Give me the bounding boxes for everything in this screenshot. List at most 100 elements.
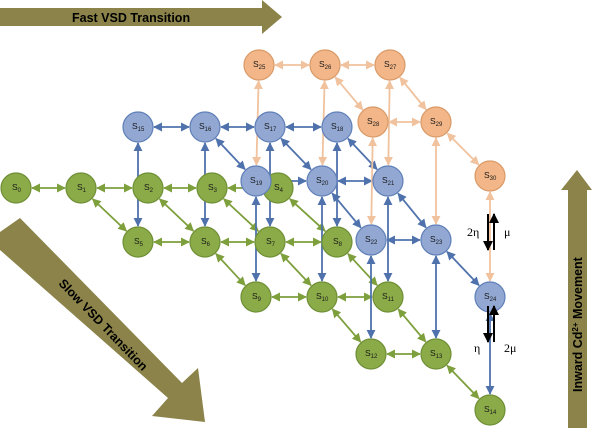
state-s7: S7 xyxy=(254,226,286,258)
state-label: S6 xyxy=(201,236,211,248)
transition-s27-s21 xyxy=(383,80,395,166)
transition-s29-s30 xyxy=(446,132,480,166)
transition-edges xyxy=(31,60,495,400)
transition-s23-s24 xyxy=(446,250,480,287)
state-label: S5 xyxy=(134,236,144,248)
state-s2: S2 xyxy=(132,172,164,204)
transition-s4-s8 xyxy=(289,198,326,232)
transition-s26-s28 xyxy=(334,76,364,111)
state-s5: S5 xyxy=(122,226,154,258)
state-s30: S30 xyxy=(474,160,506,192)
rate-label-2eta: 2η xyxy=(467,225,479,239)
state-s8: S8 xyxy=(321,226,353,258)
state-label: S20 xyxy=(316,175,329,187)
state-label: S30 xyxy=(484,170,497,182)
inward-cd-arrow-shape xyxy=(561,170,592,428)
state-s0: S0 xyxy=(0,172,32,204)
state-circle xyxy=(122,111,154,143)
state-label: S28 xyxy=(367,116,380,128)
state-circle xyxy=(243,49,275,81)
state-circle xyxy=(355,224,387,256)
state-circle xyxy=(355,338,387,370)
transition-s17-s20 xyxy=(280,137,312,171)
state-circle xyxy=(240,281,272,313)
transition-s6-s9 xyxy=(215,253,246,286)
state-label: S29 xyxy=(430,116,443,128)
state-label: S25 xyxy=(253,59,266,71)
transition-s3-s7 xyxy=(223,198,259,232)
state-label: S23 xyxy=(430,234,443,246)
state-circle xyxy=(474,394,506,426)
state-circle xyxy=(196,172,228,204)
state-s9: S9 xyxy=(240,281,272,313)
state-s26: S26 xyxy=(309,49,341,81)
state-circle xyxy=(65,172,97,204)
transition-s10-s12 xyxy=(331,308,362,343)
state-circle xyxy=(306,281,338,313)
state-s11: S11 xyxy=(372,281,404,313)
state-s25: S25 xyxy=(243,49,275,81)
state-s14: S14 xyxy=(474,394,506,426)
state-s20: S20 xyxy=(306,165,338,197)
transition-s28-s22 xyxy=(366,137,378,225)
state-s29: S29 xyxy=(420,106,452,138)
state-circle xyxy=(420,106,452,138)
state-label: S19 xyxy=(250,175,263,187)
state-label: S27 xyxy=(384,59,397,71)
state-circle xyxy=(321,111,353,143)
rate-indicator-lower: η 2μ xyxy=(474,305,516,355)
state-s28: S28 xyxy=(357,106,389,138)
transition-s1-s5 xyxy=(91,198,128,232)
state-label: S3 xyxy=(208,182,218,194)
state-circle xyxy=(0,172,32,204)
state-label: S7 xyxy=(266,236,276,248)
state-label: S11 xyxy=(382,291,395,303)
rate-indicator-upper: 2η μ xyxy=(467,213,510,251)
state-label: S13 xyxy=(430,348,443,360)
transition-s2-s6 xyxy=(158,198,195,232)
rate-label-2mu: 2μ xyxy=(504,341,516,355)
state-label: S14 xyxy=(484,404,497,416)
state-s12: S12 xyxy=(355,338,387,370)
state-circle xyxy=(420,224,452,256)
slow-vsd-arrow-shape xyxy=(0,218,205,422)
fast-vsd-banner: Fast VSD Transition xyxy=(0,0,282,34)
transition-s27-s29 xyxy=(399,76,427,111)
state-label: S4 xyxy=(274,182,284,194)
state-label: S0 xyxy=(12,182,22,194)
state-label: S17 xyxy=(264,121,277,133)
state-label: S1 xyxy=(77,182,87,194)
state-s23: S23 xyxy=(420,224,452,256)
state-circle xyxy=(372,165,404,197)
transition-s7-s10 xyxy=(280,252,312,287)
state-label: S12 xyxy=(365,348,378,360)
state-s21: S21 xyxy=(372,165,404,197)
state-circle xyxy=(306,165,338,197)
state-s22: S22 xyxy=(355,224,387,256)
state-circle xyxy=(474,160,506,192)
state-circle xyxy=(240,165,272,197)
state-s15: S15 xyxy=(122,111,154,143)
inward-cd-label: Inward Cd2+ Movement xyxy=(571,256,585,392)
inward-cd-banner: Inward Cd2+ Movement xyxy=(561,170,592,428)
state-circle xyxy=(372,281,404,313)
state-s19: S19 xyxy=(240,165,272,197)
state-circle xyxy=(321,226,353,258)
state-circle xyxy=(254,111,286,143)
slow-vsd-banner: Slow VSD Transition xyxy=(0,218,205,422)
state-s16: S16 xyxy=(189,111,221,143)
state-label: S15 xyxy=(132,121,145,133)
state-s17: S17 xyxy=(254,111,286,143)
state-circle xyxy=(132,172,164,204)
transition-s21-s23 xyxy=(397,192,427,229)
state-s24: S24 xyxy=(474,281,506,313)
state-circle xyxy=(309,49,341,81)
transition-s13-s14 xyxy=(446,364,480,400)
state-label: S2 xyxy=(144,182,154,194)
state-s1: S1 xyxy=(65,172,97,204)
state-s27: S27 xyxy=(374,49,406,81)
rate-label-mu: μ xyxy=(504,225,510,239)
state-s6: S6 xyxy=(189,226,221,258)
